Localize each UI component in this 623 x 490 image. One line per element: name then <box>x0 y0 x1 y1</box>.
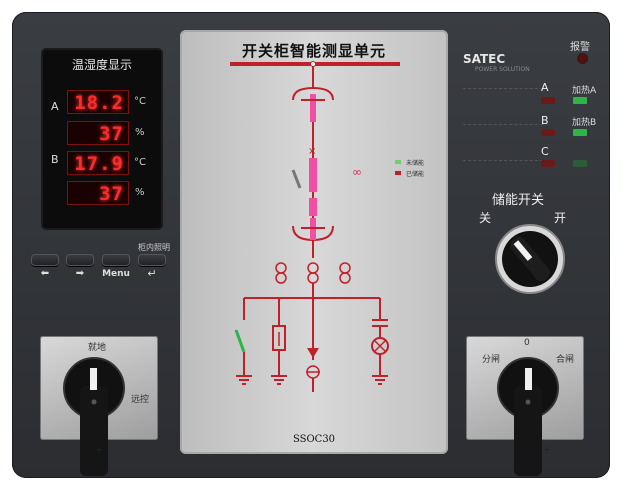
earth-icon-right: ⏚ <box>543 445 551 454</box>
brand-tagline: POWER SOLUTION <box>475 66 530 73</box>
local-remote-knob[interactable] <box>40 336 158 476</box>
cabinet-light-label: 柜内照明 <box>138 243 170 252</box>
phase-a-label: A <box>541 81 549 94</box>
menu-label: Menu <box>102 269 130 279</box>
heater-b-led <box>573 129 587 136</box>
open-close-knob[interactable] <box>466 336 584 476</box>
open-label: 分闸 <box>482 355 501 365</box>
heater-b-label: 加热B <box>572 118 597 128</box>
brand-logo: SATEC <box>463 52 506 66</box>
a-hum-unit: % <box>135 127 145 138</box>
legend-stored: 未储能 <box>406 160 425 167</box>
phase-c-label: C <box>541 145 549 158</box>
a-temperature-readout: 18.2 <box>67 90 129 114</box>
close-label: 合闸 <box>556 355 575 365</box>
right-arrow-button[interactable] <box>66 254 94 266</box>
heater-a-label: 加热A <box>572 86 597 96</box>
menu-button[interactable] <box>102 254 130 266</box>
b-temp-unit: °C <box>134 157 146 168</box>
phase-b-led <box>541 129 555 136</box>
screen-title: 开关柜智能测显单元 <box>241 42 386 60</box>
zero-label: 0 <box>524 338 530 348</box>
b-hum-unit: % <box>135 187 145 198</box>
svg-text:×: × <box>308 146 316 157</box>
heater-a-led <box>573 97 587 104</box>
a-temp-unit: °C <box>134 96 146 107</box>
left-arrow-button[interactable] <box>31 254 59 266</box>
phase-b-label: B <box>541 114 549 127</box>
led-row-b <box>463 124 543 127</box>
storage-switch-knob[interactable] <box>494 223 566 295</box>
b-temperature-readout: 17.9 <box>67 151 129 175</box>
heater-c-led <box>573 160 587 167</box>
channel-a-label: A <box>51 100 59 113</box>
svg-text:∞: ∞ <box>352 165 362 179</box>
earth-icon: ⏚ <box>95 445 103 454</box>
enter-icon: ↵ <box>147 267 157 280</box>
led-row-c <box>463 160 543 163</box>
model-label: SSOC30 <box>292 434 336 445</box>
single-line-diagram: × ∞ <box>230 61 401 392</box>
led-row-a <box>463 88 543 91</box>
storage-on-label: 开 <box>554 211 567 225</box>
storage-off-label: 关 <box>479 211 492 225</box>
phase-a-led <box>541 97 555 104</box>
left-arrow-icon: ⬅ <box>40 268 50 279</box>
lcd-screen: 开关柜智能测显单元 SSOC30 × ∞ <box>180 30 448 454</box>
remote-label: 远控 <box>131 395 150 405</box>
alarm-led <box>578 54 587 63</box>
legend-not-stored: 已储能 <box>406 171 425 178</box>
right-arrow-icon: ➡ <box>75 268 85 279</box>
local-label: 就地 <box>88 343 107 353</box>
storage-switch-title: 储能开关 <box>492 193 545 208</box>
display-title: 温湿度显示 <box>71 58 132 72</box>
b-humidity-readout: 37 <box>67 181 129 205</box>
enter-button[interactable] <box>138 254 166 266</box>
a-humidity-readout: 37 <box>67 121 129 145</box>
alarm-label: 报警 <box>570 42 590 53</box>
channel-b-label: B <box>51 153 59 166</box>
phase-c-led <box>541 160 555 167</box>
